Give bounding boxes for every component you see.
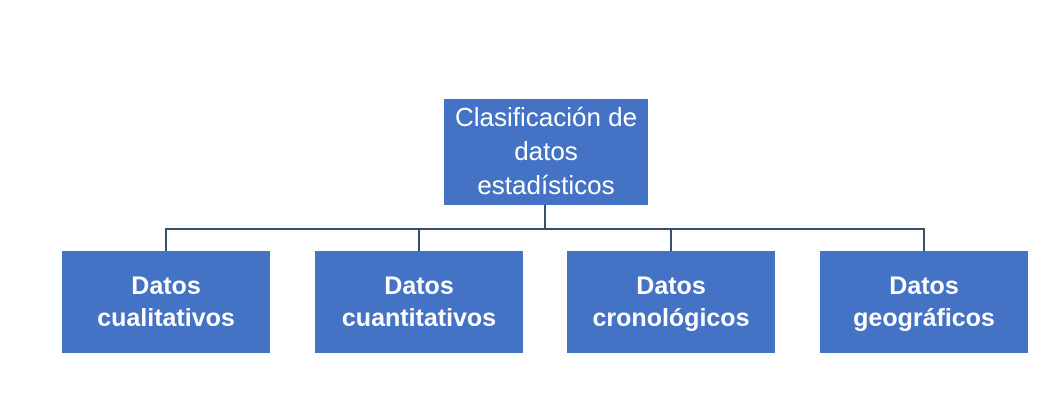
node-child-cualitativos: Datos cualitativos (62, 251, 270, 353)
node-child-label: Datos cualitativos (97, 271, 235, 333)
node-child-label: Datos geográficos (853, 271, 995, 333)
node-child-cronologicos: Datos cronológicos (567, 251, 775, 353)
connector-stub-child-1 (165, 228, 167, 251)
connector-stub-child-3 (670, 228, 672, 251)
connector-root-stem (544, 205, 546, 229)
node-root-label: Clasificación de datos estadísticos (454, 102, 638, 200)
node-root: Clasificación de datos estadísticos (444, 99, 648, 205)
connector-stub-child-2 (418, 228, 420, 251)
connector-horizontal-rail (165, 228, 925, 230)
node-child-cuantitativos: Datos cuantitativos (315, 251, 523, 353)
node-child-label: Datos cuantitativos (341, 271, 497, 333)
node-child-geograficos: Datos geográficos (820, 251, 1028, 353)
connector-stub-child-4 (923, 228, 925, 251)
node-child-label: Datos cronológicos (592, 271, 750, 333)
